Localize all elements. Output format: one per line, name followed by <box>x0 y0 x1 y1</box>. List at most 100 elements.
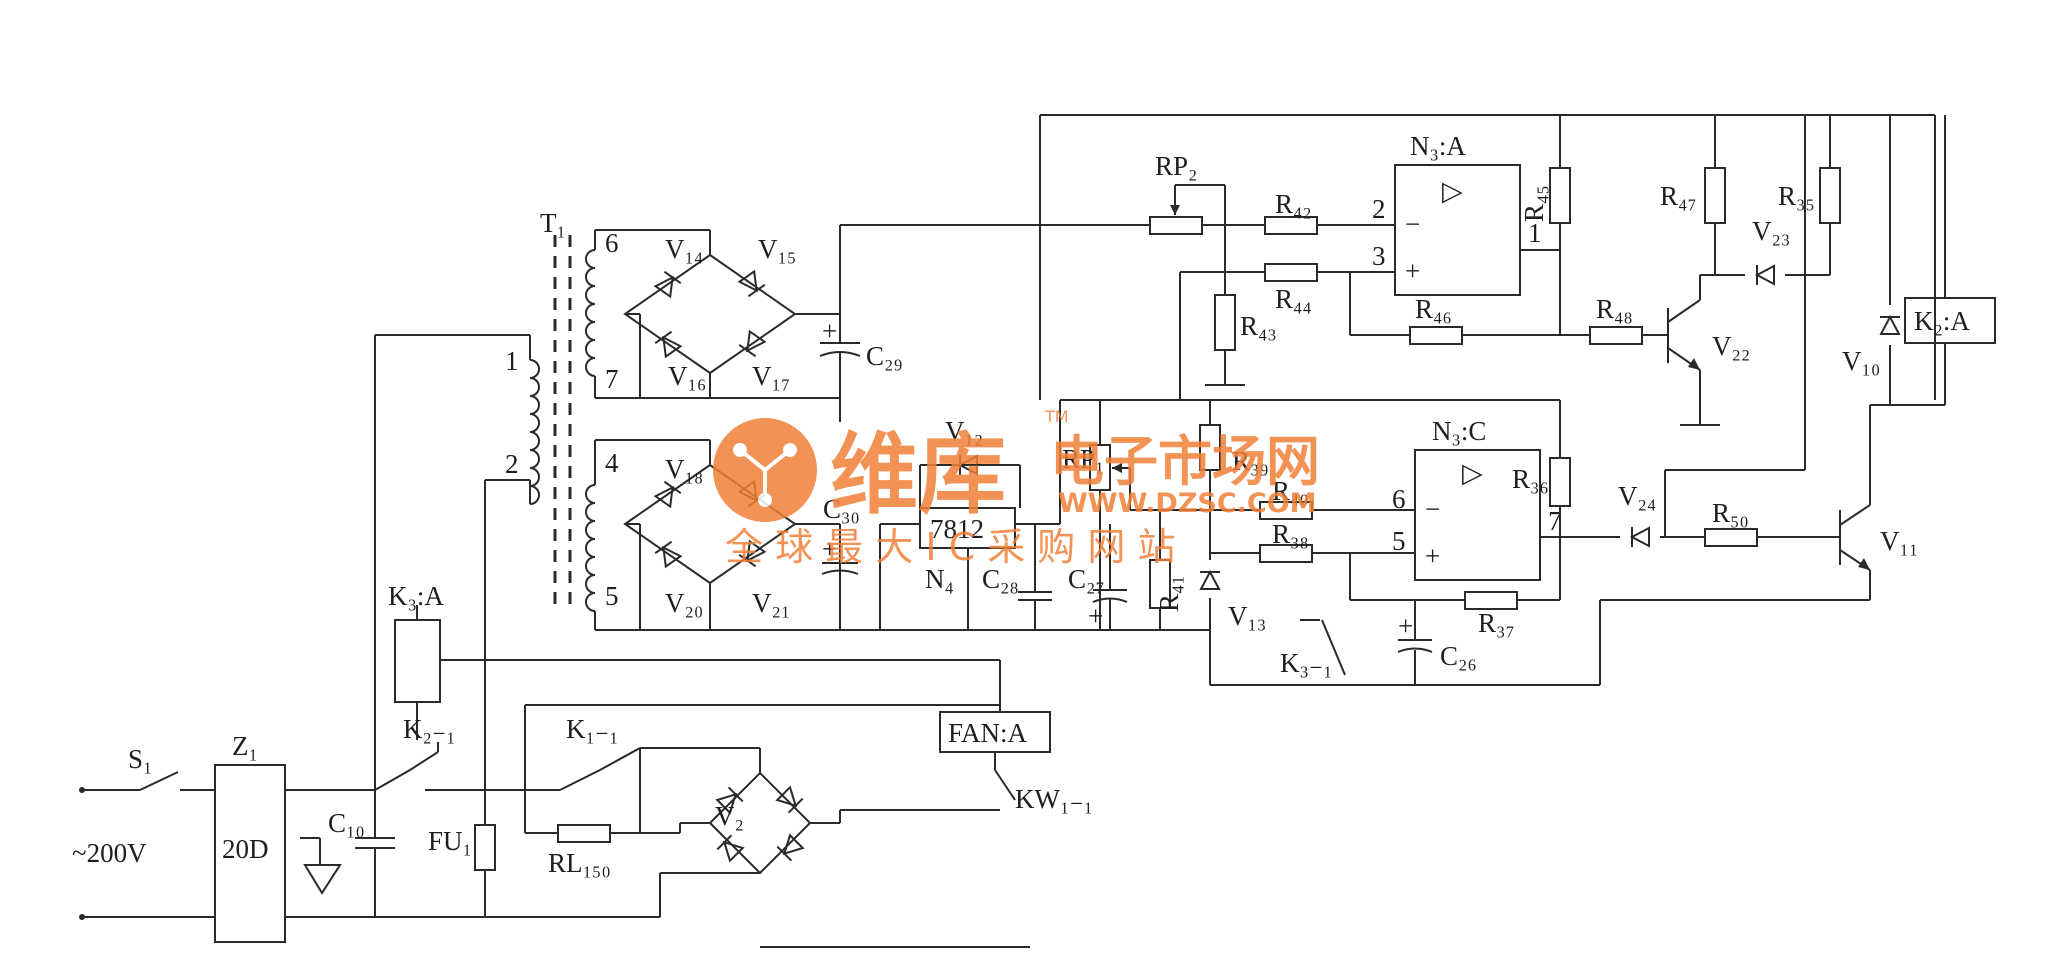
label-v23: V₂₃ <box>1752 216 1790 246</box>
label-k3-1: K₃₋₁ <box>1280 648 1333 678</box>
label-v11: V₁₁ <box>1880 526 1918 556</box>
ground-symbol <box>300 837 342 895</box>
label-c27: C₂₇ <box>1068 564 1105 594</box>
label-v20: V₂₀ <box>665 588 703 618</box>
potentiometer-rp2 <box>1149 216 1203 235</box>
label-n3a-plus: + <box>1405 256 1420 286</box>
label-n3a-pin2: 2 <box>1372 194 1386 224</box>
transformer-t1 <box>529 230 596 630</box>
label-r45: R₄₅ <box>1519 185 1549 222</box>
comparator-n3c <box>1039 114 1936 686</box>
label-pin6: 6 <box>605 228 619 258</box>
label-v22: V₂₂ <box>1712 331 1750 361</box>
label-r38: R₃₈ <box>1272 519 1309 549</box>
contact-k2-1 <box>409 751 439 771</box>
resistor-r43 <box>1214 294 1236 351</box>
label-n3c-pin6: 6 <box>1392 484 1406 514</box>
label-v21: V₂₁ <box>752 588 790 618</box>
contact-k1-1 <box>599 747 641 771</box>
label-r35: R₃₅ <box>1778 181 1815 211</box>
label-v13: V₁₃ <box>1228 601 1266 631</box>
label-z1-part: 20D <box>222 834 269 864</box>
label-n3a-pin3: 3 <box>1372 241 1386 271</box>
label-pin2: 2 <box>505 449 519 479</box>
label-r37: R₃₇ <box>1478 608 1515 638</box>
label-c30-plus: + <box>822 534 837 564</box>
filter-z1-box <box>214 764 286 943</box>
label-pin7: 7 <box>605 364 619 394</box>
label-r50: R₅₀ <box>1712 498 1749 528</box>
resistor-r35 <box>1819 167 1841 224</box>
label-r39: R₃₉ <box>1232 446 1269 476</box>
label-v15: V₁₅ <box>758 234 796 264</box>
label-n3c-pin5: 5 <box>1392 526 1406 556</box>
label-v17: V₁₇ <box>752 361 790 391</box>
label-t1: T₁ <box>540 208 566 238</box>
label-n3c-pin7: 7 <box>1548 506 1562 536</box>
resistor-r48 <box>1589 326 1643 345</box>
label-pin1: 1 <box>505 346 519 376</box>
watermark-site-name: 电子市场网 <box>1050 430 1320 493</box>
label-c29-plus: + <box>822 316 837 346</box>
label-k1-1: K₁₋₁ <box>566 714 619 744</box>
label-fu1: FU₁ <box>428 826 472 856</box>
label-r46: R₄₆ <box>1415 294 1452 324</box>
resistor-r47 <box>1704 167 1726 224</box>
watermark-logo-circuit <box>733 443 797 507</box>
label-ac-source: ~200V <box>72 838 147 868</box>
label-r43: R₄₃ <box>1240 311 1277 341</box>
label-v24: V₂₄ <box>1618 481 1656 511</box>
label-v18: V₁₈ <box>665 454 703 484</box>
resistor-r44 <box>1264 263 1318 282</box>
comparator-n3a <box>1110 115 1996 426</box>
label-kw1-1: KW₁₋₁ <box>1015 784 1093 814</box>
label-rp1: RP₁ <box>1062 444 1104 474</box>
label-n3a-pin1: 1 <box>1528 218 1542 248</box>
resistor-r50 <box>1704 528 1758 547</box>
label-n4: N₄ <box>925 564 954 594</box>
diode-v23 <box>1756 264 1775 286</box>
diode <box>775 785 804 814</box>
label-n3c: N₃:C <box>1432 416 1486 446</box>
label-z1: Z₁ <box>232 731 258 761</box>
opamp-n3a-box <box>1394 164 1521 296</box>
label-rl150: RL₁₅₀ <box>548 848 611 878</box>
label-n3c-minus: − <box>1425 494 1440 524</box>
label-v16: V₁₆ <box>668 361 706 391</box>
resistor-r42 <box>1264 216 1318 235</box>
label-s1: S₁ <box>128 744 152 774</box>
diode-v13 <box>1199 571 1221 590</box>
watermark-brand: 维库 <box>830 423 1006 526</box>
contact-kw1-1 <box>994 769 1016 801</box>
diode <box>716 834 745 863</box>
label-n3a-symbol: ▷ <box>1442 176 1463 206</box>
resistor-r36 <box>1549 457 1571 507</box>
relay-coil-k2a <box>1904 297 1996 344</box>
label-n3a: N₃:A <box>1410 131 1466 161</box>
label-c26: C₂₆ <box>1440 641 1477 671</box>
label-n3c-plus: + <box>1425 541 1440 571</box>
diode <box>776 833 805 862</box>
contact-k3-1 <box>1321 619 1346 676</box>
resistor-rl150 <box>557 824 611 843</box>
watermark: 维库 TM 电子市场网 WWW.DZSC.COM 全 球 最 大 I C 采 购… <box>713 407 1320 569</box>
label-v12: V₁₂ <box>945 416 983 446</box>
component-labels: S₁ Z₁ 20D ~200V C₁₀ FU₁ K₂₋₁ K₃:A K₁₋₁ R… <box>72 131 1970 878</box>
secondary-winding-lower <box>585 484 596 612</box>
diode-v10 <box>1879 316 1901 335</box>
lower-bridge <box>595 399 1560 631</box>
label-rp2: RP₂ <box>1155 151 1197 181</box>
opamp-n3c-box <box>1414 449 1541 581</box>
switch-s1 <box>139 771 179 791</box>
secondary-winding-upper <box>585 249 596 377</box>
primary-winding <box>529 359 540 505</box>
label-v2: V₂ <box>715 801 744 831</box>
label-r42: R₄₂ <box>1275 189 1312 219</box>
watermark-url: WWW.DZSC.COM <box>1058 488 1317 519</box>
label-n3c-symbol: ▷ <box>1462 458 1483 488</box>
upper-bridge <box>595 224 1110 422</box>
resistor-r45 <box>1549 167 1571 224</box>
relay-coil-k3a <box>394 619 441 703</box>
resistor-r46 <box>1409 326 1463 345</box>
label-c27-plus: + <box>1088 601 1103 631</box>
